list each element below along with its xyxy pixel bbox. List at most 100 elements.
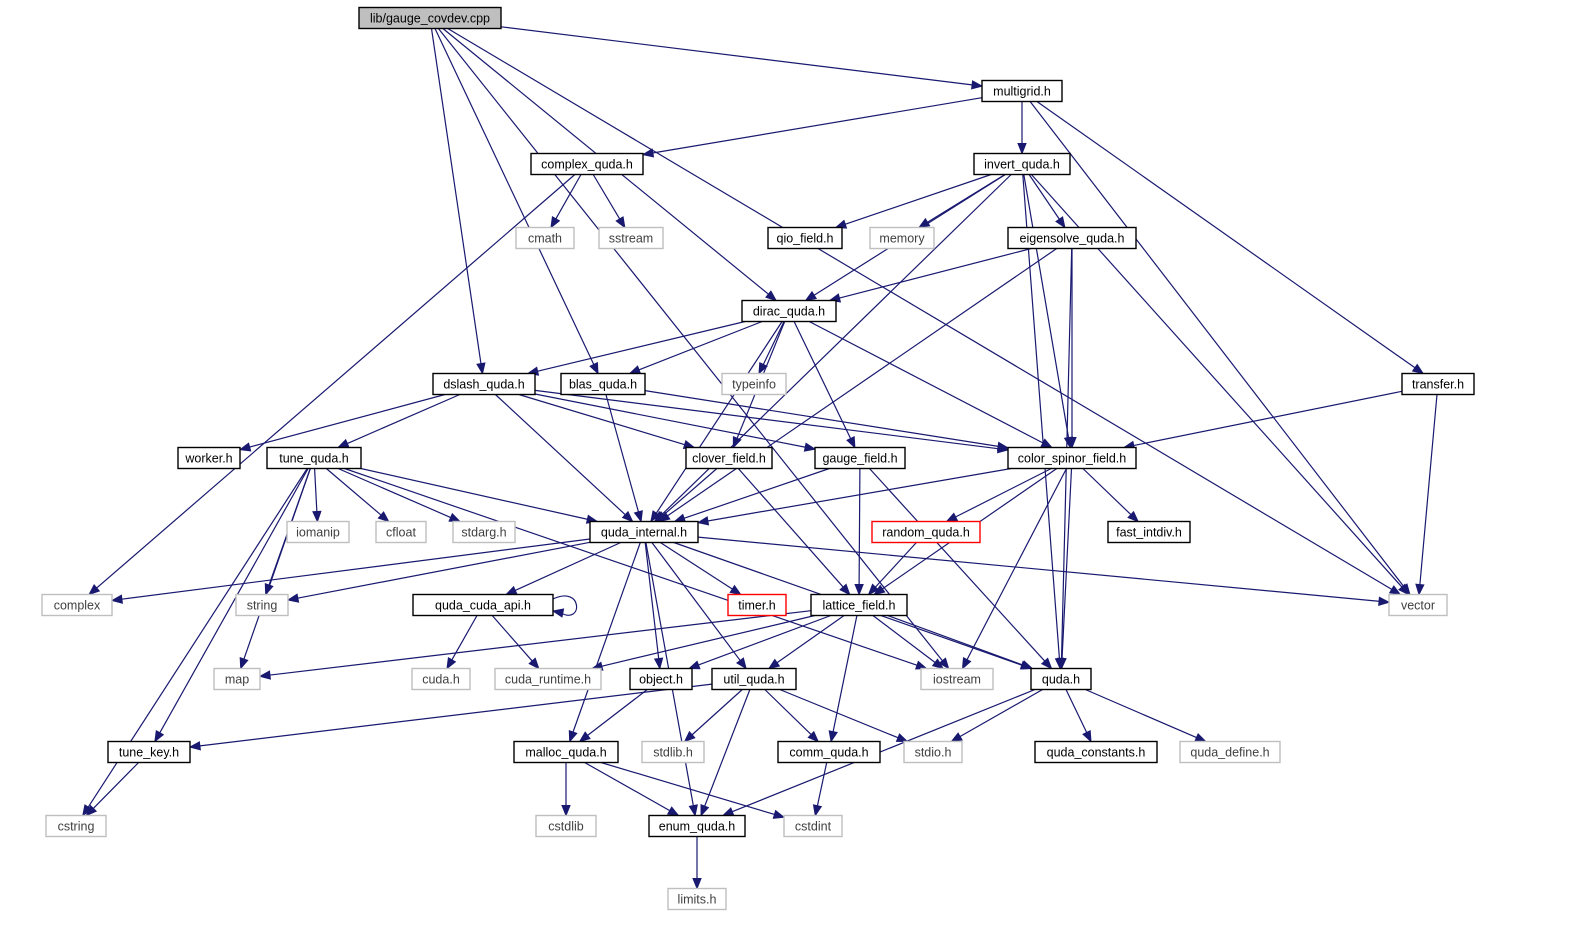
node-transfer[interactable]: transfer.h	[1401, 372, 1475, 396]
edge-root-to-dslash_quda	[430, 28, 486, 375]
node-complex-quda[interactable]: complex_quda.h	[530, 152, 644, 176]
edge-malloc_quda-to-cstdlib	[561, 762, 571, 817]
node-label: lib/gauge_covdev.cpp	[370, 12, 490, 26]
node-label: quda_constants.h	[1047, 746, 1146, 760]
edge-eigensolve_quda-to-color_spinor_field	[1067, 248, 1077, 449]
edge-quda_internal-to-quda_cuda_api	[504, 541, 622, 596]
node-enum-quda[interactable]: enum_quda.h	[648, 814, 746, 838]
node-label: cmath	[528, 232, 562, 246]
edge-util_quda-to-comm_quda	[764, 689, 820, 743]
edge-clover_field-to-quda_internal	[655, 468, 718, 523]
node-cuda-h: cuda.h	[411, 667, 471, 691]
node-label: dslash_quda.h	[443, 378, 524, 392]
node-gauge-field[interactable]: gauge_field.h	[814, 446, 906, 470]
edge-eigensolve_quda-to-quda_internal	[658, 248, 1058, 523]
node-dirac-quda[interactable]: dirac_quda.h	[741, 299, 837, 323]
node-random-quda[interactable]: random_quda.h	[871, 520, 981, 544]
node-worker[interactable]: worker.h	[177, 446, 241, 470]
node-label: transfer.h	[1412, 378, 1464, 392]
edge-multigrid-to-vector	[1029, 101, 1411, 596]
node-box	[1030, 667, 1092, 691]
node-quda[interactable]: quda.h	[1030, 667, 1092, 691]
node-label: cuda_runtime.h	[505, 673, 591, 687]
node-stdlib: stdlib.h	[641, 740, 705, 764]
edge-dslash_quda-to-gauge_field	[534, 393, 817, 452]
node-label: cfloat	[386, 526, 416, 540]
edge-tune_key-to-cstring	[85, 762, 140, 817]
node-box	[667, 887, 727, 911]
edge-multigrid-to-complex_quda	[641, 97, 983, 158]
node-box	[810, 593, 908, 617]
node-box	[721, 372, 787, 396]
node-quda-cuda-api[interactable]: quda_cuda_api.h	[412, 593, 554, 617]
node-multigrid[interactable]: multigrid.h	[981, 79, 1063, 103]
edge-gauge_field-to-lattice_field	[854, 468, 864, 596]
edge-root-to-vector	[447, 27, 1402, 596]
node-malloc-quda[interactable]: malloc_quda.h	[513, 740, 619, 764]
node-invert-quda[interactable]: invert_quda.h	[973, 152, 1071, 176]
node-box	[560, 372, 646, 396]
edge-lattice_field-to-comm_quda	[828, 615, 858, 743]
node-color-spinor-field[interactable]: color_spinor_field.h	[1007, 446, 1137, 470]
node-box	[530, 152, 644, 176]
node-clover-field[interactable]: clover_field.h	[685, 446, 773, 470]
node-label: map	[225, 673, 249, 687]
edge-lattice_field-to-quda	[887, 614, 1034, 670]
node-tune-key[interactable]: tune_key.h	[107, 740, 191, 764]
node-box	[412, 593, 554, 617]
node-dslash-quda[interactable]: dslash_quda.h	[432, 372, 536, 396]
node-fast-intdiv[interactable]: fast_intdiv.h	[1107, 520, 1191, 544]
edge-complex_quda-to-complex	[88, 174, 576, 596]
node-cfloat: cfloat	[375, 520, 427, 544]
node-box	[1034, 740, 1158, 764]
edge-dirac_quda-to-quda_internal	[650, 321, 783, 523]
node-label: clover_field.h	[692, 452, 766, 466]
edge-tune_quda-to-map	[239, 468, 311, 670]
node-util-quda[interactable]: util_quda.h	[711, 667, 797, 691]
node-comm-quda[interactable]: comm_quda.h	[777, 740, 881, 764]
edge-quda-to-stdio	[950, 688, 1043, 743]
edge-blas_quda-to-quda_internal	[605, 394, 643, 523]
node-timer[interactable]: timer.h	[727, 593, 787, 617]
edge-util_quda-to-stdio	[779, 688, 909, 743]
node-label: random_quda.h	[882, 526, 970, 540]
edge-malloc_quda-to-enum_quda	[584, 761, 680, 817]
edge-tune_quda-to-iomanip	[312, 468, 322, 523]
edge-quda_internal-to-vector	[697, 536, 1391, 606]
node-label: eigensolve_quda.h	[1020, 232, 1125, 246]
edge-multigrid-to-invert_quda	[1017, 101, 1027, 155]
edge-dslash_quda-to-worker	[238, 393, 446, 452]
node-label: quda.h	[1042, 673, 1080, 687]
node-qio-field[interactable]: qio_field.h	[767, 226, 843, 250]
node-eigensolve-quda[interactable]: eigensolve_quda.h	[1007, 226, 1137, 250]
node-quda-internal[interactable]: quda_internal.h	[589, 520, 699, 544]
node-box	[1179, 740, 1281, 764]
node-box	[1007, 446, 1137, 470]
node-box	[452, 520, 516, 544]
node-box	[513, 740, 619, 764]
node-memory: memory	[869, 226, 935, 250]
node-label: cuda.h	[422, 673, 460, 687]
node-label: multigrid.h	[993, 85, 1051, 99]
node-root[interactable]: lib/gauge_covdev.cpp	[358, 6, 502, 30]
node-box	[814, 446, 906, 470]
edge-malloc_quda-to-cstdint	[600, 761, 786, 819]
node-label: string	[247, 599, 278, 613]
edge-util_quda-to-tune_key	[188, 683, 713, 751]
node-tune-quda[interactable]: tune_quda.h	[266, 446, 362, 470]
edge-quda_cuda_api-to-cuda_runtime	[491, 615, 540, 670]
node-label: invert_quda.h	[984, 158, 1060, 172]
node-lattice-field[interactable]: lattice_field.h	[810, 593, 908, 617]
node-blas-quda[interactable]: blas_quda.h	[560, 372, 646, 396]
edge-dirac_quda-to-typeinfo	[758, 321, 785, 375]
node-box	[903, 740, 963, 764]
node-label: stdlib.h	[653, 746, 693, 760]
node-box	[741, 299, 837, 323]
node-box	[432, 372, 536, 396]
node-box	[685, 446, 773, 470]
node-object[interactable]: object.h	[629, 667, 693, 691]
node-quda-constants[interactable]: quda_constants.h	[1034, 740, 1158, 764]
node-cstring: cstring	[45, 814, 107, 838]
node-box	[869, 226, 935, 250]
edge-color_spinor_field-to-iostream	[961, 468, 1068, 670]
